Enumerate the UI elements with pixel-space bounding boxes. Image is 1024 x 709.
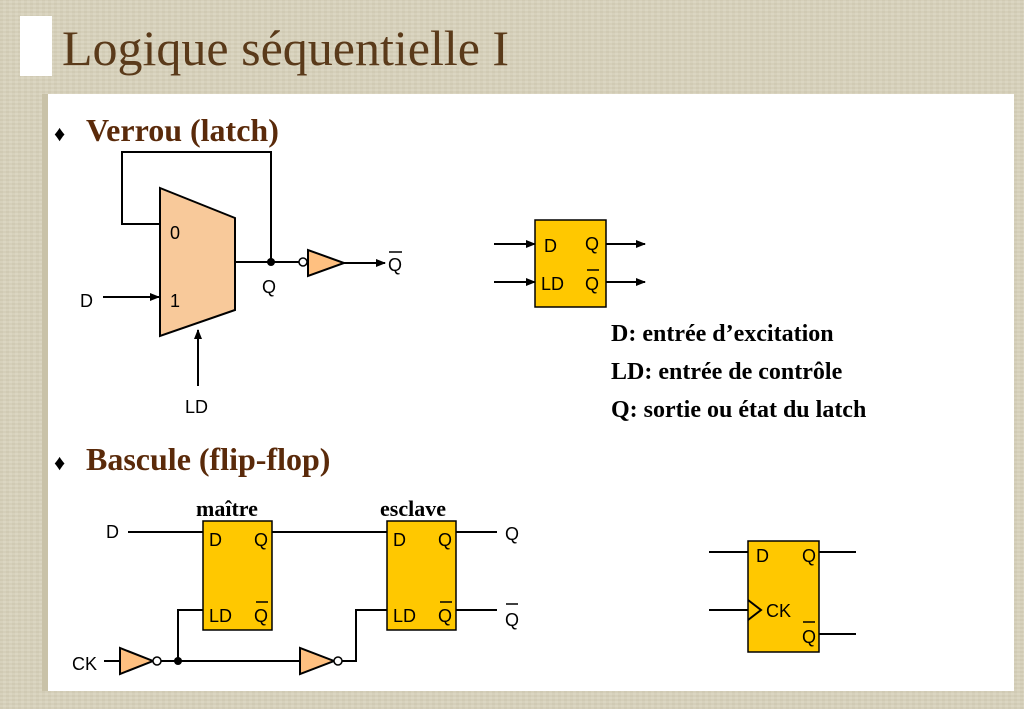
latch-qbar-label: Q [388, 255, 402, 275]
ck-inverter-1-bubble [152, 656, 162, 666]
inverter-bubble [298, 257, 308, 267]
latch-sym-d: D [544, 236, 557, 256]
ff-ck-label: CK [72, 654, 97, 674]
ff-qbar-label: Q [505, 610, 519, 630]
clock-edge-icon [747, 599, 763, 621]
master-latch-box [202, 520, 273, 631]
latch-mux-circuit: 0 1 Q Q D LD [80, 151, 402, 417]
ck-inverter-2 [299, 646, 337, 676]
latch-symbol: D Q LD Q [494, 219, 646, 308]
latch-sym-ld: LD [541, 274, 564, 294]
master-d: D [209, 530, 222, 550]
mux-input-0-label: 0 [170, 223, 180, 243]
bullet-verrou: Verrou (latch) [86, 112, 279, 148]
mux-shape [159, 186, 236, 338]
latch-box [534, 219, 607, 308]
slave-label: esclave [380, 496, 446, 521]
ff-sym-ck: CK [766, 601, 791, 621]
legend-line-2: LD: entrée de contrôle [611, 359, 843, 385]
ff-sym-qbar: Q [802, 627, 816, 647]
flipflop-symbol: D Q CK Q [709, 540, 856, 653]
ff-symbol-box [747, 540, 820, 653]
ck-to-slave-ld-wire [342, 609, 387, 662]
bullet-diamond-1: ♦ [54, 121, 65, 146]
ck-inverter-1 [119, 646, 156, 676]
junction-dot [267, 258, 275, 266]
slave-d: D [393, 530, 406, 550]
title-accent-bar [20, 16, 52, 76]
slide-title: Logique séquentielle I [62, 20, 510, 76]
latch-d-label: D [80, 291, 93, 311]
slave-q: Q [438, 530, 452, 550]
ff-sym-d: D [756, 546, 769, 566]
master-q: Q [254, 530, 268, 550]
latch-legend: D: entrée d’excitation LD: entrée de con… [611, 321, 866, 423]
master-label: maître [196, 496, 258, 521]
legend-line-3: Q: sortie ou état du latch [611, 397, 866, 423]
ff-sym-q: Q [802, 546, 816, 566]
latch-q-label: Q [262, 277, 276, 297]
master-qbar: Q [254, 606, 268, 626]
slave-qbar: Q [438, 606, 452, 626]
master-ld: LD [209, 606, 232, 626]
feedback-wire [121, 151, 272, 262]
latch-sym-q: Q [585, 234, 599, 254]
bullet-diamond-2: ♦ [54, 450, 65, 475]
slave-latch-box [386, 520, 457, 631]
ck-to-master-ld-wire [177, 609, 203, 661]
flipflop-circuit: maître esclave D Q LD Q D Q LD Q D Q Q C… [72, 496, 519, 676]
latch-sym-qbar: Q [585, 274, 599, 294]
ff-d-label: D [106, 522, 119, 542]
ck-inverter-2-bubble [333, 656, 343, 666]
ff-q-label: Q [505, 524, 519, 544]
bullet-bascule: Bascule (flip-flop) [86, 441, 330, 477]
inverter-gate [307, 248, 347, 278]
slave-ld: LD [393, 606, 416, 626]
legend-line-1: D: entrée d’excitation [611, 321, 834, 347]
latch-ld-label: LD [185, 397, 208, 417]
mux-input-1-label: 1 [170, 291, 180, 311]
